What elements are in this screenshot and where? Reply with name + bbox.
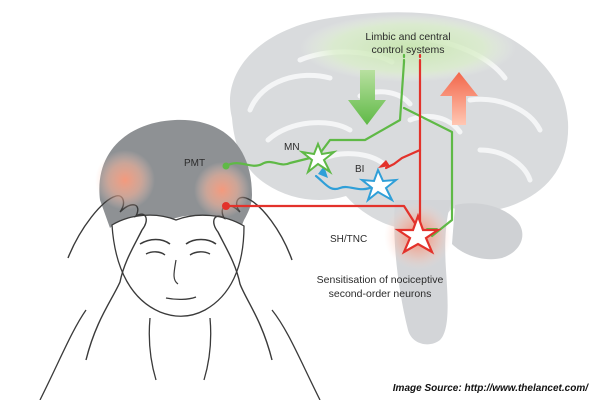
limbic-to-shtnc-pathway xyxy=(402,106,454,238)
bi-label: BI xyxy=(355,164,364,175)
nose xyxy=(173,259,179,285)
limbic-label-line1: Limbic and central xyxy=(365,31,450,43)
temple-glow-right xyxy=(194,162,250,218)
pmt-to-mn-pathway xyxy=(224,154,320,168)
arms-and-neck xyxy=(39,309,321,400)
sensitisation-label-line2: second-order neurons xyxy=(329,288,432,300)
eyes xyxy=(145,251,211,256)
mn-label: MN xyxy=(284,142,300,153)
blue-arrowhead-mn xyxy=(318,166,328,178)
pmt-node-dot xyxy=(222,162,230,170)
head-to-shtnc-pathway xyxy=(224,204,420,230)
mouth xyxy=(165,296,197,301)
limbic-label-line2: control systems xyxy=(372,44,445,56)
shtnc-neuron-icon xyxy=(394,212,442,255)
mn-to-limbic-pathway xyxy=(316,60,406,158)
temple-glow-left xyxy=(95,150,155,210)
limbic-glow xyxy=(300,14,516,82)
sensitisation-label-line1: Sensitisation of nociceptive xyxy=(317,274,444,286)
cerebellum xyxy=(452,203,523,260)
head-red-dot xyxy=(222,202,230,210)
mn-neuron-icon xyxy=(298,141,338,175)
red-ascending-arrow xyxy=(440,72,478,125)
image-source-caption: Image Source: http://www.thelancet.com/ xyxy=(392,383,588,394)
green-descending-arrow xyxy=(348,70,386,125)
bi-neuron-icon xyxy=(358,167,400,203)
face xyxy=(111,214,245,317)
eyebrows xyxy=(139,238,217,245)
pmt-label: PMT xyxy=(184,158,205,169)
shtnc-label: SH/TNC xyxy=(330,234,367,245)
red-arrowhead-bi xyxy=(378,160,390,168)
bi-to-mn-pathway xyxy=(314,174,376,191)
